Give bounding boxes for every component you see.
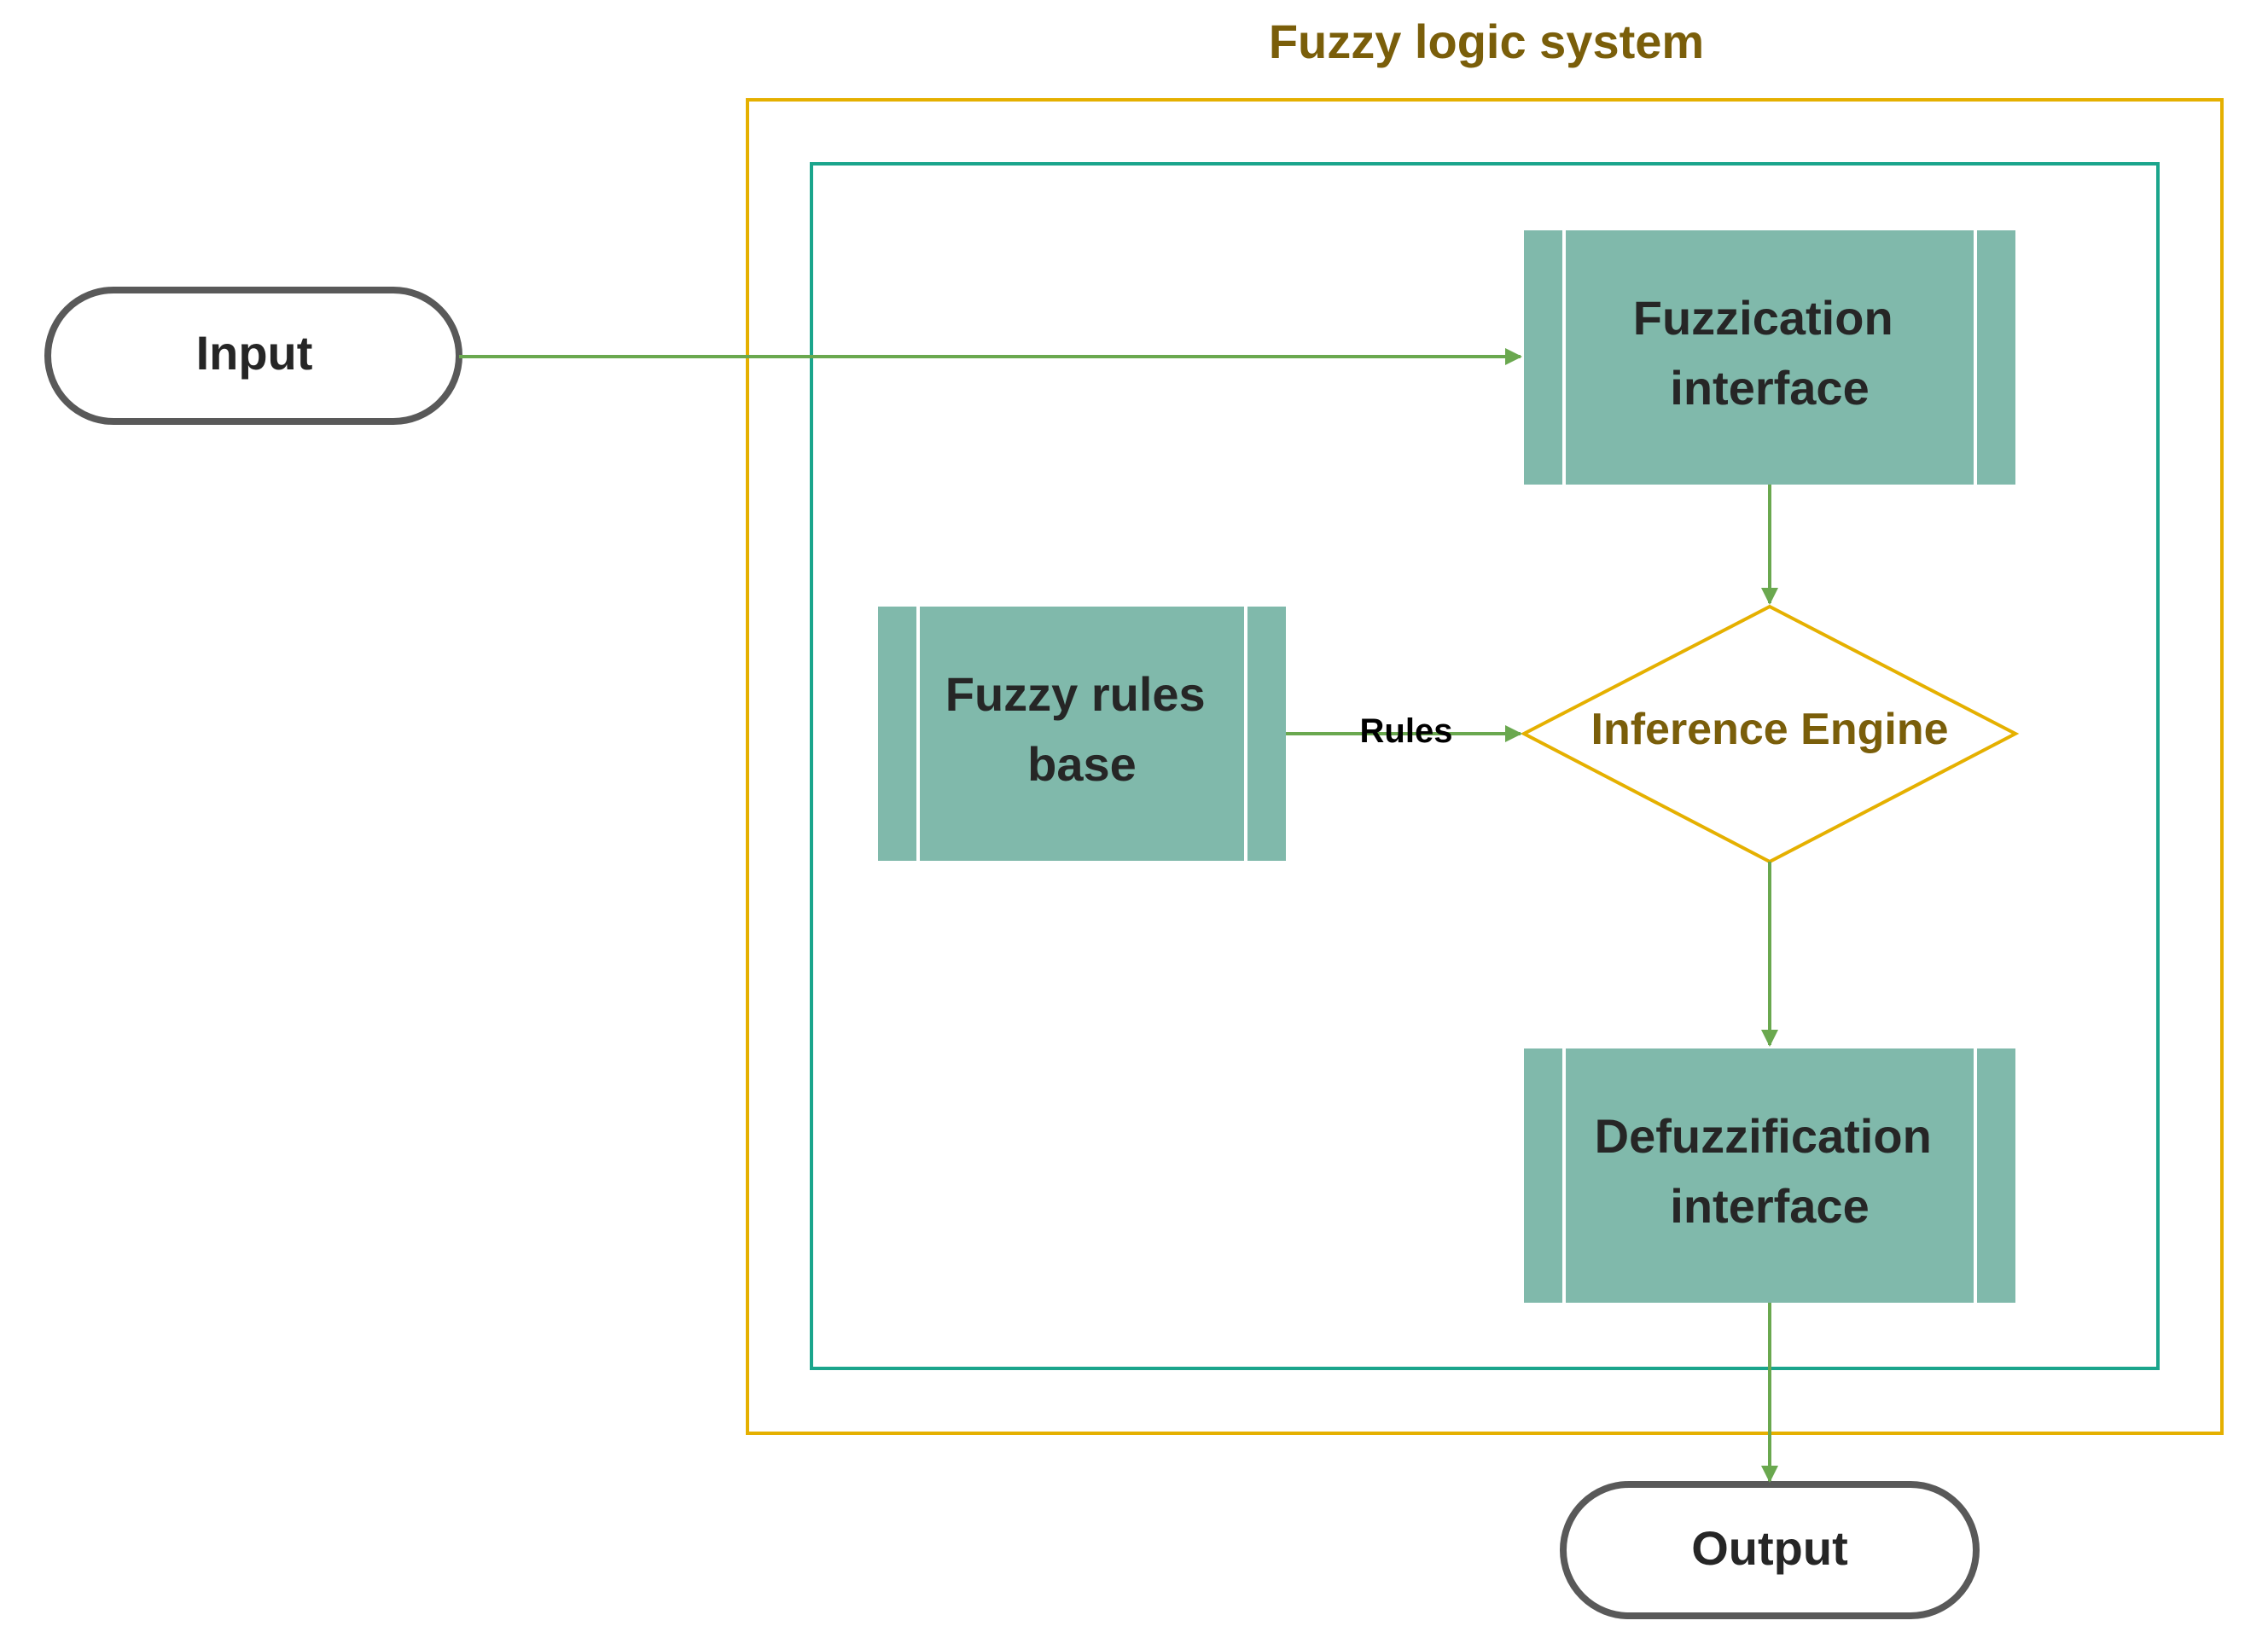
rules-base-label-line2: base xyxy=(1027,737,1137,791)
fuzzification-interface-box: Fuzzication interface xyxy=(1524,230,2015,485)
defuzzification-label-line2: interface xyxy=(1670,1179,1869,1233)
svg-text:Fuzzy rules base: Fuzzy rules base xyxy=(945,667,1219,791)
svg-text:Fuzzication interface: Fuzzication interface xyxy=(1633,291,1906,415)
input-terminal: Input xyxy=(44,287,462,425)
svg-text:Defuzzification interfac: Defuzzification interface xyxy=(1595,1109,1945,1233)
fuzzy-rules-base-box: Fuzzy rules base xyxy=(878,607,1286,861)
rules-base-label-line1: Fuzzy rules xyxy=(945,667,1206,721)
rules-edge-label: Rules xyxy=(1360,712,1453,750)
output-terminal: Output xyxy=(1560,1481,1980,1619)
defuzzification-label-line1: Defuzzification xyxy=(1595,1109,1932,1163)
diagram-title: Fuzzy logic system xyxy=(1269,15,1704,68)
defuzzification-interface-box: Defuzzification interface xyxy=(1524,1048,2015,1303)
fuzzification-label-line2: interface xyxy=(1670,361,1869,415)
fuzzification-label-line1: Fuzzication xyxy=(1633,291,1893,345)
system-boundary-inner xyxy=(810,162,2160,1370)
input-label: Input xyxy=(196,326,313,380)
output-label: Output xyxy=(1691,1521,1847,1575)
inference-engine-diamond: Inference Engine xyxy=(1520,604,2020,864)
system-boundary-outer xyxy=(746,98,2224,1435)
inference-engine-label: Inference Engine xyxy=(1591,705,1949,754)
